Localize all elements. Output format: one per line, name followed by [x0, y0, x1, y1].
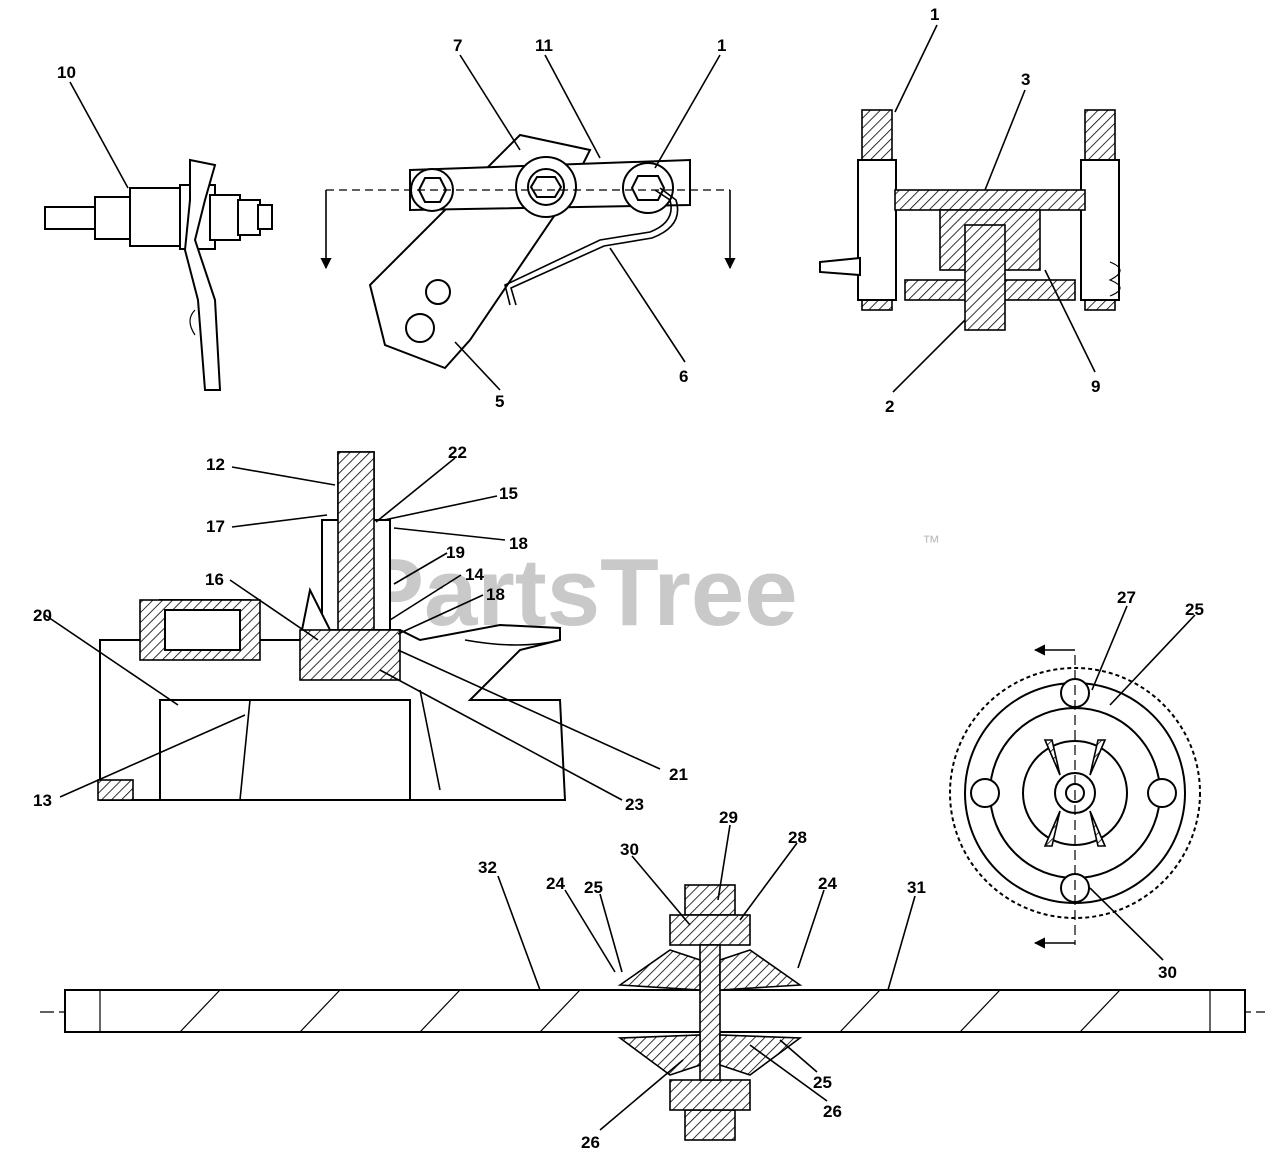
callout-19: 19 [446, 543, 465, 562]
callout-31: 31 [907, 878, 926, 897]
callout-25-left: 25 [584, 878, 603, 897]
differential-gear-view [949, 644, 1201, 949]
transmission-case-view [97, 451, 567, 801]
callout-24-right: 24 [818, 874, 837, 893]
callout-27: 27 [1117, 588, 1136, 607]
callout-14: 14 [465, 565, 484, 584]
callout-1-mid: 1 [717, 36, 726, 55]
callout-22: 22 [448, 443, 467, 462]
callout-7: 7 [453, 36, 462, 55]
callout-25-gear: 25 [1185, 600, 1204, 619]
callout-labels: 1 3 2 9 10 7 11 1 5 6 12 22 15 17 18 19 … [33, 5, 1204, 1152]
callout-30-gear: 30 [1158, 963, 1177, 982]
callout-32: 32 [478, 858, 497, 877]
callout-20: 20 [33, 606, 52, 625]
shift-shaft-view [44, 158, 273, 391]
callout-1-top: 1 [930, 5, 939, 24]
callout-5: 5 [495, 392, 504, 411]
callout-28: 28 [788, 828, 807, 847]
callout-2: 2 [885, 397, 894, 416]
callout-15: 15 [499, 484, 518, 503]
callout-18-a: 18 [509, 534, 528, 553]
callout-16: 16 [205, 570, 224, 589]
callout-26-left: 26 [581, 1133, 600, 1152]
callout-26-right: 26 [823, 1102, 842, 1121]
leader-lines [44, 24, 1196, 1131]
callout-11: 11 [535, 36, 553, 55]
callout-24-left: 24 [546, 874, 565, 893]
callout-23: 23 [625, 795, 644, 814]
callout-12: 12 [206, 455, 225, 474]
callout-6: 6 [679, 367, 688, 386]
callout-13: 13 [33, 791, 52, 810]
callout-10: 10 [57, 63, 76, 82]
callout-21: 21 [669, 765, 688, 784]
watermark-trademark: ™ [922, 532, 940, 552]
callout-17: 17 [206, 517, 225, 536]
callout-9: 9 [1091, 377, 1100, 396]
axle-differential-view [40, 884, 1265, 1141]
callout-30-axle: 30 [620, 840, 639, 859]
callout-25-bottom: 25 [813, 1073, 832, 1092]
gear-section-view [819, 109, 1121, 331]
watermark-text: PartsTree [360, 539, 798, 646]
shift-lever-view [320, 133, 736, 370]
callout-18-b: 18 [486, 585, 505, 604]
callout-29: 29 [719, 808, 738, 827]
callout-3: 3 [1021, 70, 1030, 89]
